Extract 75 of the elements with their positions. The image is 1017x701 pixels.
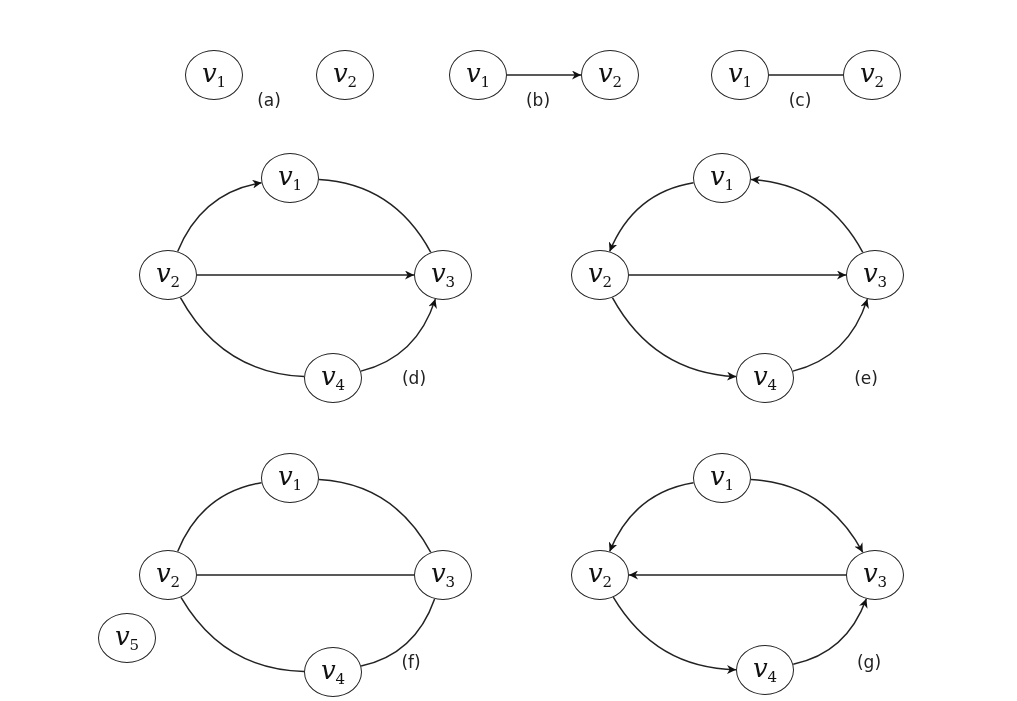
arrow xyxy=(176,180,263,253)
edge-line xyxy=(318,478,432,554)
edge-line xyxy=(179,296,305,378)
vertex-circle xyxy=(843,50,901,100)
subfigure-label: (a) xyxy=(257,90,281,110)
vertex-label: v$_{5}$ xyxy=(114,623,140,653)
edge-line xyxy=(318,178,432,254)
vertex-label: v$_{2}$ xyxy=(597,60,623,90)
vertex-label: v$_{2}$ xyxy=(332,60,358,90)
vertex-label: v$_{2}$ xyxy=(155,260,181,290)
vertex-circle xyxy=(846,550,904,600)
vertex-circle xyxy=(571,550,629,600)
vertex-label: v$_{1}$ xyxy=(277,463,303,493)
vertex-label: v$_{1}$ xyxy=(201,60,227,90)
vertex-circle xyxy=(581,50,639,100)
arrow xyxy=(628,270,847,280)
vertex-label: v$_{1}$ xyxy=(277,163,303,193)
edge-line xyxy=(180,596,305,673)
vertex-circle xyxy=(304,647,362,697)
vertex-label: v$_{1}$ xyxy=(709,463,735,493)
subfigure-label: (c) xyxy=(788,90,812,110)
arrow xyxy=(750,478,864,554)
vertex-circle xyxy=(414,550,472,600)
edge-line xyxy=(360,598,436,667)
vertex-label: v$_{4}$ xyxy=(752,363,778,393)
vertex-label: v$_{2}$ xyxy=(155,560,181,590)
arrow xyxy=(608,481,695,553)
vertex-label: v$_{1}$ xyxy=(727,60,753,90)
arrow xyxy=(750,175,864,254)
arrow xyxy=(792,598,868,665)
arrow xyxy=(612,596,737,674)
vertex-circle xyxy=(261,453,319,503)
vertex-label: v$_{3}$ xyxy=(862,260,888,290)
arrow xyxy=(506,70,582,80)
vertex-circle xyxy=(185,50,243,100)
vertex-circle xyxy=(846,250,904,300)
arrow xyxy=(360,298,437,372)
vertex-circle xyxy=(736,645,794,695)
vertex-circle xyxy=(736,353,794,403)
vertex-label: v$_{2}$ xyxy=(587,260,613,290)
arrow xyxy=(196,270,415,280)
arrow xyxy=(628,570,847,580)
vertex-circle xyxy=(139,550,197,600)
vertex-circle xyxy=(711,50,769,100)
subfigure-label: (e) xyxy=(854,368,878,388)
vertex-label: v$_{3}$ xyxy=(862,560,888,590)
vertex-label: v$_{3}$ xyxy=(430,260,456,290)
vertex-label: v$_{2}$ xyxy=(859,60,885,90)
vertex-label: v$_{4}$ xyxy=(320,657,346,687)
vertex-circle xyxy=(693,153,751,203)
vertex-circle xyxy=(316,50,374,100)
vertex-label: v$_{3}$ xyxy=(430,560,456,590)
subfigure-label: (b) xyxy=(525,90,551,110)
arrow xyxy=(611,296,737,381)
vertex-label: v$_{1}$ xyxy=(465,60,491,90)
vertex-circle xyxy=(261,153,319,203)
vertex-label: v$_{4}$ xyxy=(752,655,778,685)
arrow xyxy=(608,181,695,253)
edge-line xyxy=(176,481,263,553)
vertex-circle xyxy=(414,250,472,300)
vertex-circle xyxy=(693,453,751,503)
subfigure-label: (g) xyxy=(856,652,882,672)
arrow xyxy=(792,298,869,372)
vertex-label: v$_{1}$ xyxy=(709,163,735,193)
subfigure-label: (d) xyxy=(401,368,427,388)
vertex-circle xyxy=(571,250,629,300)
subfigure-label: (f) xyxy=(401,652,421,672)
vertex-label: v$_{4}$ xyxy=(320,363,346,393)
edge-line xyxy=(196,574,415,576)
vertex-circle xyxy=(304,353,362,403)
vertex-circle xyxy=(98,613,156,663)
vertex-circle xyxy=(139,250,197,300)
vertex-circle xyxy=(449,50,507,100)
vertex-label: v$_{2}$ xyxy=(587,560,613,590)
edge-line xyxy=(768,74,844,76)
